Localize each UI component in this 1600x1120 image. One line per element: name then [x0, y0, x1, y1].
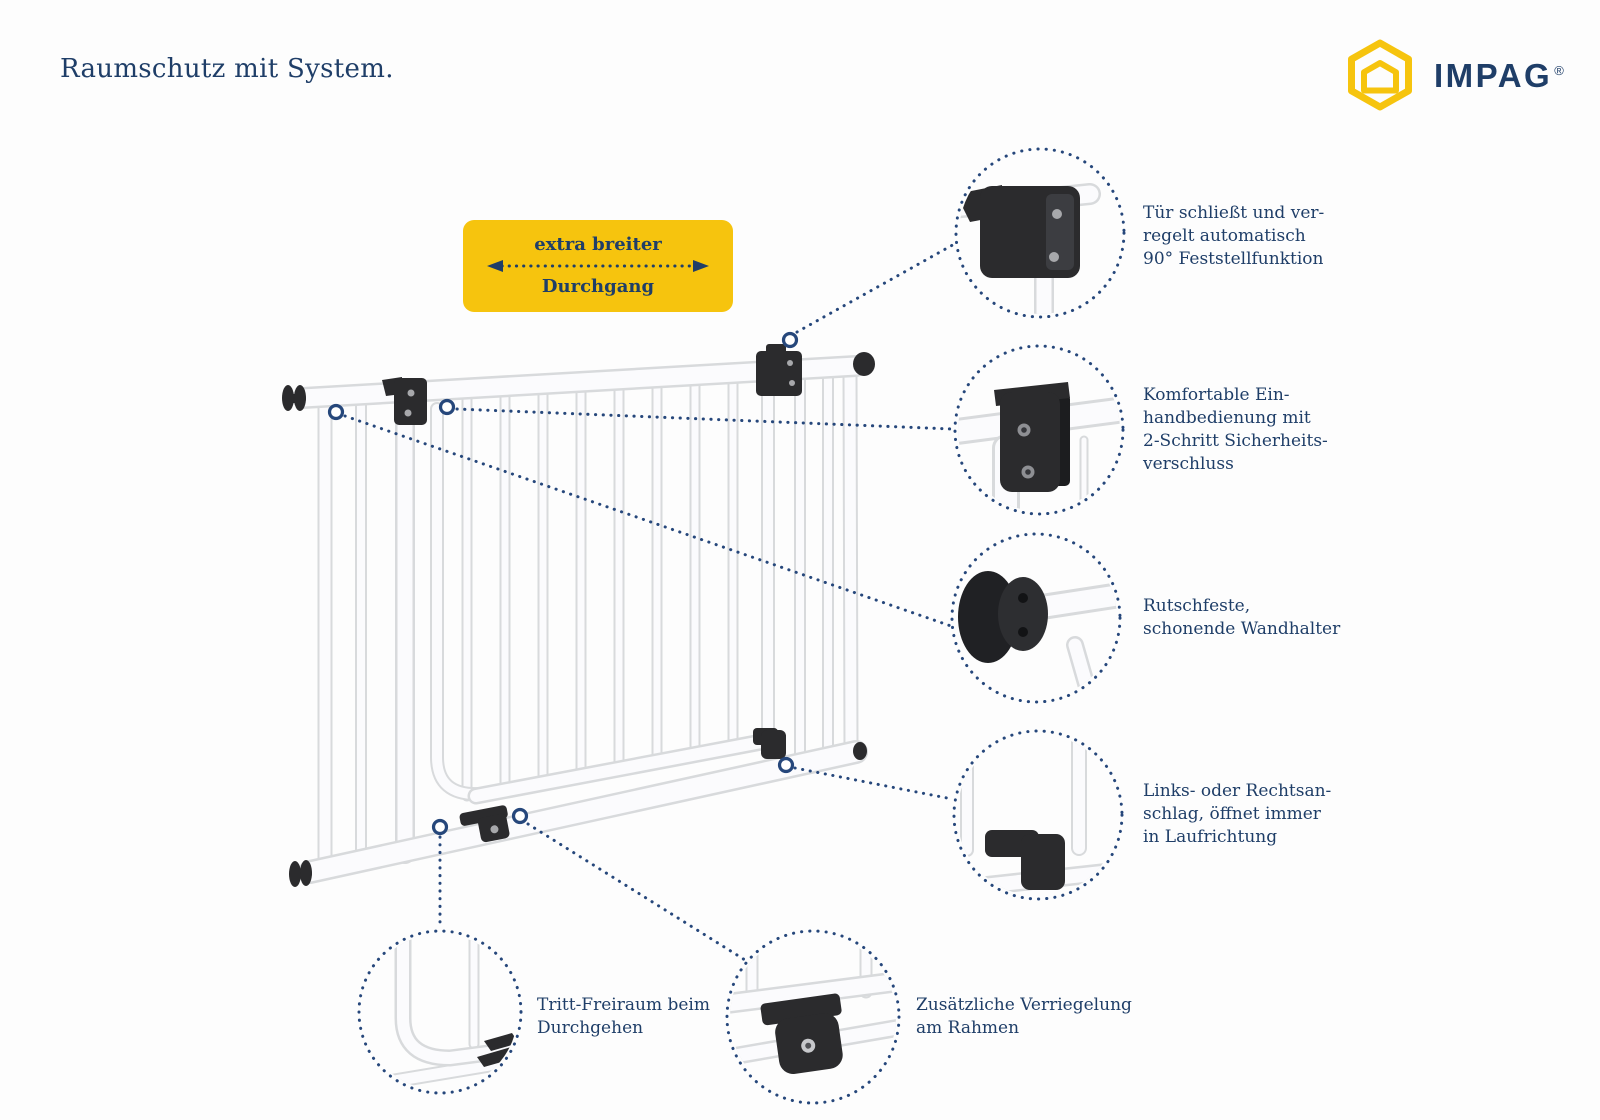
callout-circle-wall-holder [950, 532, 1122, 704]
callout-point-marker [431, 818, 449, 836]
callout-point-marker [781, 331, 799, 349]
callout-circle-one-hand-lock [953, 344, 1125, 516]
width-badge: extra breiter Durchgang [463, 220, 733, 312]
impag-logo: IMPAG® [1344, 38, 1564, 112]
registered-mark: ® [1554, 62, 1564, 78]
impag-hexagon-icon [1348, 39, 1412, 111]
callout-leader-line [795, 240, 960, 334]
callout-circle-left-right-stop [952, 729, 1124, 901]
callout-text-extra-frame-lock: Zusätzliche Verriegelung am Rahmen [916, 995, 1132, 1038]
callout-text-auto-close: Tür schließt und ver- regelt automatisch… [1143, 203, 1325, 269]
badge-line1: extra breiter [534, 234, 662, 255]
wall-spindle-icon [282, 385, 306, 411]
callout-point-marker [511, 807, 529, 825]
corner-stop-part [753, 728, 786, 759]
callout-point-marker [327, 403, 345, 421]
callout-image-step-clearance [362, 934, 518, 1090]
callout-image-extra-frame-lock [730, 934, 896, 1074]
impag-brand-text: IMPAG® [1434, 56, 1564, 94]
callout-image-wall-holder [958, 571, 1117, 699]
wall-spindle-icon [289, 860, 312, 887]
callout-text-left-right-stop: Links- oder Rechtsan- schlag, öffnet imm… [1143, 781, 1332, 847]
callout-text-step-clearance: Tritt-Freiraum beim Durchgehen [537, 995, 710, 1038]
callout-image-one-hand-lock [958, 382, 1120, 511]
frame-lock-part [459, 805, 510, 843]
double-arrow-icon [487, 260, 709, 272]
callout-point-marker [777, 756, 795, 774]
callout-circle-auto-close [954, 147, 1126, 319]
gate-drawing [282, 344, 875, 887]
one-hand-lock-part [382, 377, 427, 425]
page-title: Raumschutz mit System. [60, 54, 394, 84]
callout-circle-extra-frame-lock [725, 929, 901, 1105]
wall-spindle-icon [853, 352, 875, 376]
callout-leader-line [343, 414, 953, 628]
callout-leader-line [793, 766, 954, 801]
callout-leader-line [455, 407, 954, 431]
callout-circle-step-clearance [357, 929, 523, 1095]
callout-leader-line [526, 822, 747, 962]
badge-line2: Durchgang [541, 276, 655, 297]
callout-text-one-hand-lock: Komfortable Ein- handbedienung mit 2-Sch… [1143, 385, 1328, 474]
callout-image-auto-close [959, 183, 1101, 314]
auto-close-hinge-part [756, 344, 802, 396]
wall-spindle-icon [853, 742, 867, 760]
callout-text-wall-holder: Rutschfeste, schonende Wandhalter [1143, 596, 1341, 639]
callout-point-marker [438, 398, 456, 416]
callout-image-left-right-stop [957, 734, 1119, 896]
